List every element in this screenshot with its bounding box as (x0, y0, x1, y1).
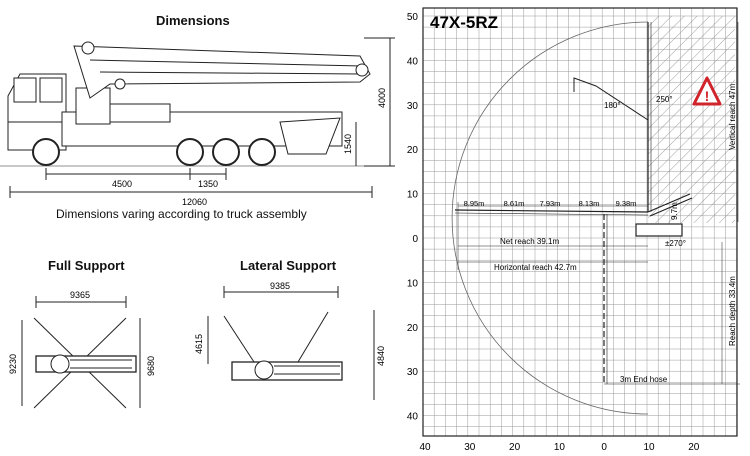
label-250: 250° (656, 95, 673, 104)
x-tick-label: 10 (554, 442, 566, 453)
y-tick-label: 40 (407, 56, 419, 67)
reach-diagram: ! 47X-5RZ 180° 250° ±270° 9.7m Net reach… (407, 7, 740, 453)
chart-frame (422, 7, 738, 437)
lateral-support-title: Lateral Support (240, 258, 337, 273)
y-tick-label: 40 (407, 412, 419, 423)
hatched-zone (648, 16, 735, 223)
y-tick-label: 10 (407, 278, 419, 289)
reach-envelope (451, 21, 649, 415)
boom-horizontal (454, 209, 649, 213)
net-reach-label: Net reach 39.1m (500, 237, 559, 246)
full-support-title: Full Support (48, 258, 125, 273)
y-tick-label: 10 (407, 190, 419, 201)
x-tick-label: 20 (688, 442, 700, 453)
truck-top-view (231, 361, 343, 381)
y-tick-label: 20 (407, 323, 419, 334)
lateral-height-right: 4840 (376, 346, 386, 366)
dim-12060: 12060 (182, 197, 207, 207)
wheel (212, 138, 240, 166)
lateral-support-diagram: 9385 4615 4840 (194, 282, 386, 400)
y-tick-label: 30 (407, 101, 419, 112)
y-tick-label: 30 (407, 367, 419, 378)
label-180: 180° (604, 101, 621, 110)
dim-4500: 4500 (112, 179, 132, 189)
full-height-left: 9230 (8, 354, 18, 374)
lateral-height-left: 4615 (194, 334, 204, 354)
x-tick-label: 40 (419, 442, 431, 453)
section-length-label: 7.93m (540, 199, 561, 208)
boom-folded (573, 77, 649, 121)
label-270: ±270° (665, 239, 686, 248)
assembly-note: Dimensions varing according to truck ass… (56, 207, 307, 221)
x-tick-label: 0 (601, 442, 607, 453)
wheel (176, 138, 204, 166)
lateral-width: 9385 (270, 282, 290, 291)
truck-side-view: 4500 1350 12060 4000 1540 (0, 37, 395, 207)
dim-1540: 1540 (343, 134, 353, 154)
full-height-right: 9680 (146, 356, 156, 376)
end-hose-label: 3m End hose (620, 375, 668, 384)
y-tick-label: 0 (412, 234, 418, 245)
chart-truck (635, 223, 683, 237)
dim-1350: 1350 (198, 179, 218, 189)
folded-boom (73, 45, 371, 99)
section-length-label: 9.38m (616, 199, 637, 208)
warning-icon: ! (692, 76, 722, 106)
vertical-reach-label: Vertical reach 47m (728, 83, 737, 150)
y-tick-label: 50 (407, 12, 419, 23)
horizontal-reach-label: Horizontal reach 42.7m (494, 263, 577, 272)
section-length-label: 8.95m (464, 199, 485, 208)
wheel (32, 138, 60, 166)
svg-text:!: ! (705, 88, 710, 104)
x-tick-label: 10 (643, 442, 655, 453)
reach-depth-label: Reach depth 33.4m (728, 276, 737, 346)
dimensions-title: Dimensions (156, 13, 230, 28)
x-tick-label: 20 (509, 442, 521, 453)
y-tick-label: 20 (407, 145, 419, 156)
x-tick-label: 30 (464, 442, 476, 453)
dim-4000: 4000 (377, 88, 387, 108)
chart-title: 47X-5RZ (430, 13, 498, 32)
wheel (248, 138, 276, 166)
section-length-label: 8.13m (579, 199, 600, 208)
label-9-7: 9.7m (670, 202, 679, 220)
full-width: 9365 (70, 290, 90, 300)
section-length-label: 8.61m (504, 199, 525, 208)
full-support-diagram: 9365 9230 9680 (8, 290, 156, 409)
